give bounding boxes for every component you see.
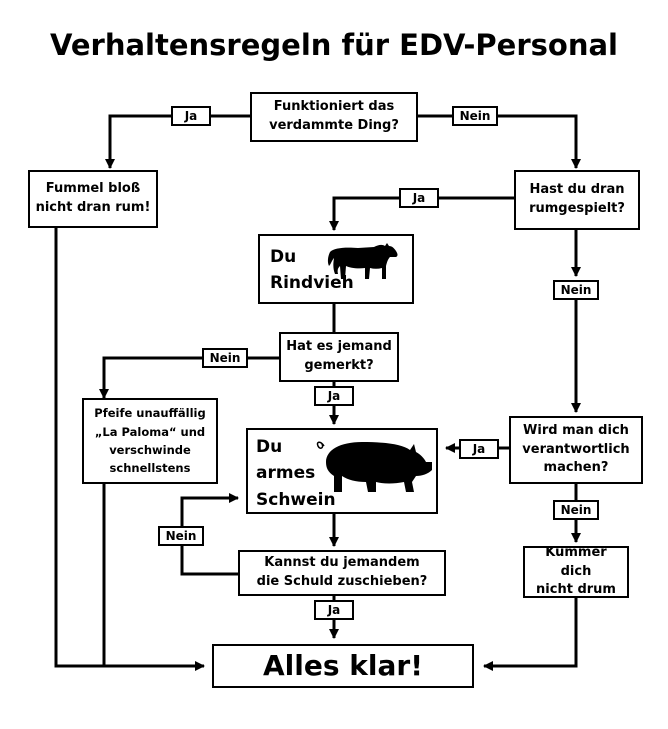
node-blame: Kannst du jemandem die Schuld zuschieben…	[238, 550, 446, 596]
node-whistle: Pfeife unauffällig „La Paloma“ und versc…	[82, 398, 218, 484]
node-responsible: Wird man dich verantwortlich machen?	[509, 416, 643, 484]
label-noticed-nein: Nein	[202, 348, 248, 368]
label-noticed-ja: Ja	[314, 386, 354, 406]
label-blame-nein: Nein	[158, 526, 204, 546]
label-blame-ja: Ja	[314, 600, 354, 620]
node-schwein: Du armes Schwein	[246, 428, 438, 514]
rindvieh-text: Du Rindvieh	[270, 247, 354, 294]
pig-icon	[316, 441, 432, 492]
label-touched-ja: Ja	[399, 188, 439, 208]
schwein-text: Du armes Schwein	[256, 437, 336, 510]
edge-dontcare-final	[483, 598, 578, 671]
node-dont-care: Kümmer dich nicht drum	[523, 545, 629, 598]
node-start: Funktioniert das verdammte Ding?	[250, 92, 418, 142]
edge-noticed-nein	[99, 356, 279, 399]
label-touched-nein: Nein	[553, 280, 599, 300]
page-title: Verhaltensregeln für EDV-Personal	[50, 28, 618, 62]
label-responsible-ja: Ja	[459, 439, 499, 459]
node-noticed: Hat es jemand gemerkt?	[279, 332, 399, 382]
cow-icon	[327, 243, 398, 279]
node-touched: Hast du dran rumgespielt?	[514, 170, 640, 230]
node-rindvieh: Du Rindvieh	[258, 234, 414, 304]
label-responsible-nein: Nein	[553, 500, 599, 520]
label-start-ja: Ja	[171, 106, 211, 126]
edge-donttouch-final	[54, 228, 205, 671]
node-dont-touch: Fummel bloß nicht dran rum!	[28, 170, 158, 228]
node-final: Alles klar!	[212, 644, 474, 688]
label-start-nein: Nein	[452, 106, 498, 126]
edge-touched-ja	[329, 196, 514, 231]
